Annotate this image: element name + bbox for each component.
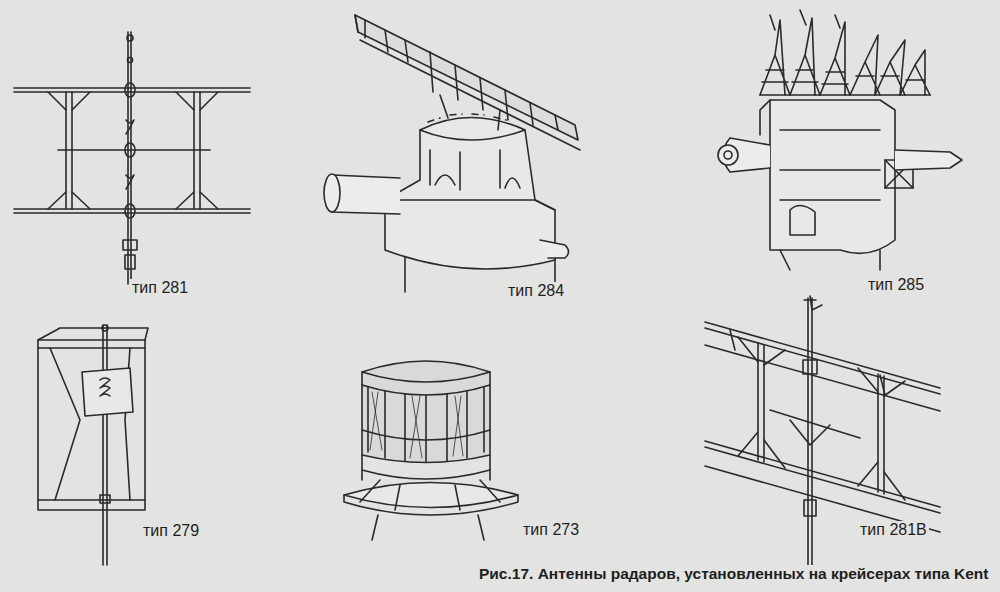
type-281b-antenna: [705, 296, 940, 580]
type-label: тип 281В: [858, 521, 929, 539]
type-label: тип 279: [141, 522, 201, 540]
type-284-antenna: [324, 15, 580, 292]
type-label: тип 284: [506, 282, 566, 300]
type-281-antenna: [14, 32, 250, 284]
type-label: тип 273: [521, 521, 581, 539]
type-285-antenna: [718, 10, 962, 270]
type-label: тип 285: [866, 276, 926, 294]
type-279-antenna: [38, 325, 148, 565]
type-273-antenna: [344, 361, 518, 540]
figure-caption: Рис.17. Антенны радаров, установленных н…: [477, 565, 990, 583]
type-label: тип 281: [130, 279, 190, 297]
